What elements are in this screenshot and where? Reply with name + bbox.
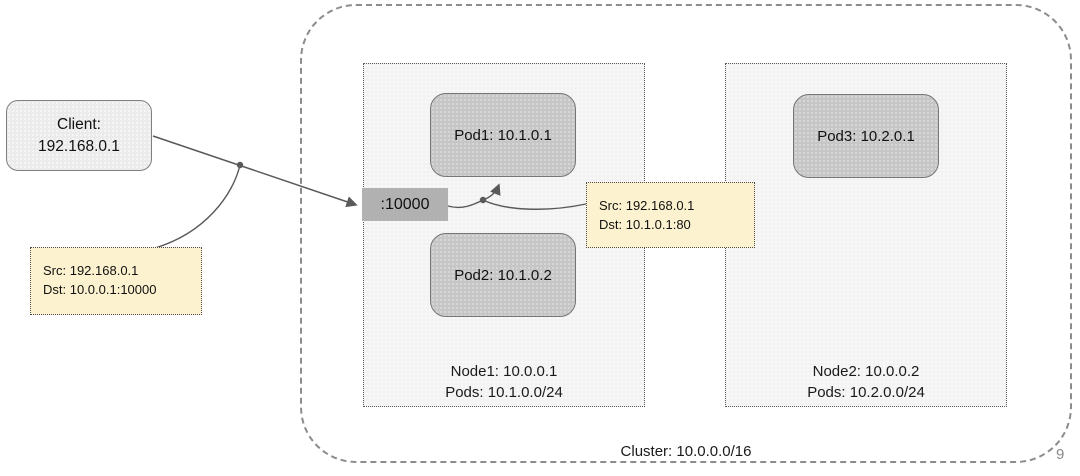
pod3-box: Pod3: 10.2.0.1 bbox=[793, 94, 939, 178]
cluster-label: Cluster: 10.0.0.0/16 bbox=[620, 443, 752, 460]
client-label-line2: 192.168.0.1 bbox=[38, 137, 120, 155]
packet-note-client-src: Src: 192.168.0.1 bbox=[43, 263, 139, 278]
node2-label: Node2: 10.0.0.2 Pods: 10.2.0.0/24 bbox=[726, 361, 1006, 403]
pod1-label: Pod1: 10.1.0.1 bbox=[454, 126, 552, 144]
node2-title: Node2: 10.0.0.2 bbox=[812, 363, 920, 380]
nodeport-label: :10000 bbox=[380, 195, 430, 213]
pod2-label: Pod2: 10.1.0.2 bbox=[454, 266, 552, 284]
connector-note1 bbox=[154, 164, 241, 249]
node1-subtitle: Pods: 10.1.0.0/24 bbox=[445, 384, 563, 401]
packet-note-pod-src: Src: 192.168.0.1 bbox=[599, 198, 695, 213]
page-number: 9 bbox=[1056, 446, 1065, 463]
node1-label: Node1: 10.0.0.1 Pods: 10.1.0.0/24 bbox=[364, 361, 644, 403]
packet-note-client-dst: Dst: 10.0.0.1:10000 bbox=[43, 282, 157, 297]
pod3-label: Pod3: 10.2.0.1 bbox=[817, 127, 915, 145]
junction-dot-client-line bbox=[236, 161, 244, 169]
client-label-line1: Client: bbox=[57, 115, 101, 133]
packet-note-pod-dst: Dst: 10.1.0.1:80 bbox=[599, 217, 691, 232]
nodeport-box: :10000 bbox=[362, 188, 448, 221]
pod2-box: Pod2: 10.1.0.2 bbox=[430, 233, 576, 317]
node1-title: Node1: 10.0.0.1 bbox=[450, 363, 558, 380]
client-box: Client: 192.168.0.1 bbox=[6, 100, 152, 171]
node2-subtitle: Pods: 10.2.0.0/24 bbox=[807, 384, 925, 401]
node2-box: Node2: 10.0.0.2 Pods: 10.2.0.0/24 bbox=[725, 63, 1007, 407]
packet-note-client: Src: 192.168.0.1 Dst: 10.0.0.1:10000 bbox=[30, 247, 202, 315]
packet-note-pod: Src: 192.168.0.1 Dst: 10.1.0.1:80 bbox=[586, 182, 755, 248]
pod1-box: Pod1: 10.1.0.1 bbox=[430, 93, 576, 177]
